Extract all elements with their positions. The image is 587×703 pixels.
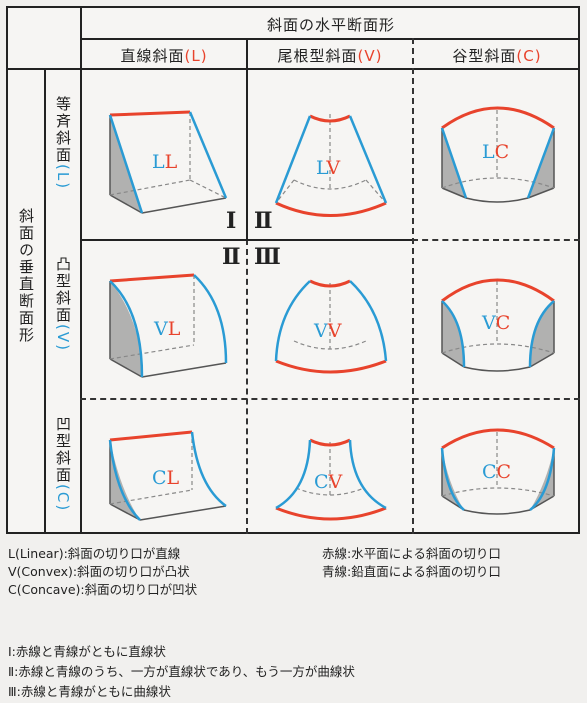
grid-line [80,38,580,40]
column-header-linear: 直線斜面(L) [120,47,208,65]
shape-label-red: V [325,157,340,179]
svg-text:LV: LV [316,157,340,179]
grid-line [8,68,580,70]
legend-linear: L(Linear):斜面の切り口が直線 [8,546,181,561]
legend-note-ii: Ⅱ:赤線と青線のうち、一方が直線状であり、もう一方が曲線状 [8,664,355,679]
shape-label-blue: L [316,157,329,179]
grid-line [412,239,580,241]
grid-line [80,398,580,400]
shape-label-red: L [165,151,178,173]
svg-text:VL: VL [153,318,181,340]
cell-linear-concave: LC [440,106,556,203]
grid-line [80,239,412,241]
cell-convex-concave: VC [441,278,555,372]
legend-concave: C(Concave):斜面の切り口が凹状 [8,582,198,597]
shape-label-red: C [496,312,511,334]
cell-linear-linear: LL [108,110,228,214]
svg-text:CL: CL [152,467,180,489]
shape-label-red: C [495,141,510,163]
horizontal-section-title: 斜面の水平断面形 [266,16,395,34]
svg-text:CC: CC [482,461,511,483]
shape-label-red: L [168,318,181,340]
roman-mark-iii: Ⅲ [254,244,281,270]
shape-label-blue: L [482,141,495,163]
shape-label-blue: C [482,461,497,483]
shape-label-blue: L [152,151,165,173]
cell-linear-convex: LV [274,114,388,217]
cell-concave-linear: CL [108,430,227,521]
roman-mark-i: Ⅰ [226,208,237,234]
grid-line [246,38,248,239]
legend-note-i: Ⅰ:赤線と青線がともに直線状 [8,644,166,659]
grid-line [44,68,46,534]
legend-red-line: 赤線:水平面による斜面の切り口 [322,546,501,561]
svg-text:LL: LL [152,151,178,173]
svg-text:LC: LC [482,141,509,163]
grid-line [80,8,82,534]
roman-mark-ii: Ⅱ [254,208,273,234]
grid-line [246,239,248,534]
legend-blue-line: 青線:鉛直面による斜面の切り口 [322,564,501,579]
row-header-concave: 凹型斜面(C) [54,416,72,513]
svg-text:CV: CV [314,471,343,493]
shape-label-red: C [497,461,512,483]
row-header-convex: 凸型斜面(V) [54,256,72,352]
svg-text:VV: VV [313,320,342,342]
shape-label-red: V [327,320,342,342]
vertical-section-title: 斜面の垂直断面形 [17,208,35,344]
column-header-concave: 谷型斜面(C) [452,47,542,65]
cell-convex-convex: VV [274,279,388,374]
shape-label-red: V [328,471,343,493]
column-header-convex: 尾根型斜面(V) [277,47,383,65]
legend-convex: V(Convex):斜面の切り口が凸状 [8,564,190,579]
diagram-frame: 斜面の水平断面形 直線斜面(L) 尾根型斜面(V) 谷型斜面(C) 斜面の垂直断… [6,6,580,534]
row-header-linear: 等斉斜面(L) [54,96,72,191]
shape-label-blue: V [153,318,168,340]
shape-label-blue: V [481,312,496,334]
shape-label-blue: C [314,471,329,493]
grid-line [412,38,414,534]
roman-mark-ii: Ⅱ [222,244,241,270]
shape-label-blue: C [152,467,167,489]
svg-text:VC: VC [481,312,510,334]
cell-concave-convex: CV [275,438,387,521]
legend-note-iii: Ⅲ:赤線と青線がともに曲線状 [8,684,171,699]
shape-label-blue: V [313,320,328,342]
cell-convex-linear: VL [109,273,228,378]
cell-concave-concave: CC [440,428,556,515]
shape-label-red: L [167,467,180,489]
